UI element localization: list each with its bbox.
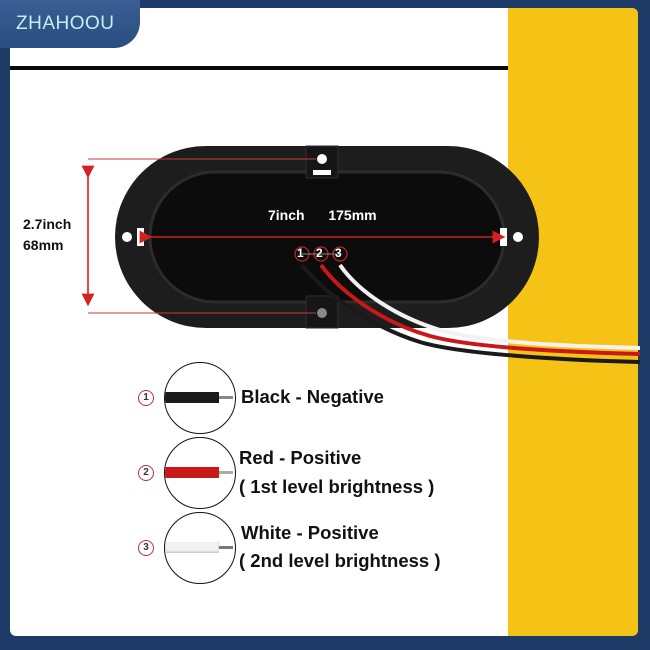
top-divider-line (10, 66, 508, 70)
height-inch: 2.7inch (23, 216, 72, 232)
legend-label-white-detail: ( 2nd level brightness ) (239, 550, 441, 571)
yellow-accent-band (508, 8, 638, 636)
product-image-frame (10, 8, 638, 636)
width-dimension-label: 7inch 175mm (268, 207, 377, 223)
brand-logo-text: ZHAHOOU (16, 13, 115, 34)
height-dimension-label: 2.7inch 68mm (23, 214, 71, 256)
width-mm: 175mm (328, 207, 377, 223)
terminal-1: 1 (297, 246, 304, 260)
legend-label-white: White - Positive (241, 522, 379, 543)
legend-number-2: 2 (138, 465, 154, 481)
white-wire-icon (164, 512, 236, 584)
red-wire-icon (164, 437, 236, 509)
legend-label-black: Black - Negative (241, 386, 384, 407)
width-inch: 7inch (268, 207, 305, 223)
legend-number-3: 3 (138, 540, 154, 556)
height-mm: 68mm (23, 237, 64, 253)
legend-label-red: Red - Positive (239, 447, 362, 468)
terminal-3: 3 (335, 246, 342, 260)
terminal-2: 2 (316, 246, 323, 260)
legend-number-1: 1 (138, 390, 154, 406)
black-wire-icon (164, 362, 236, 434)
brand-tab: ZHAHOOU (0, 0, 140, 48)
legend-label-red-detail: ( 1st level brightness ) (239, 476, 435, 497)
